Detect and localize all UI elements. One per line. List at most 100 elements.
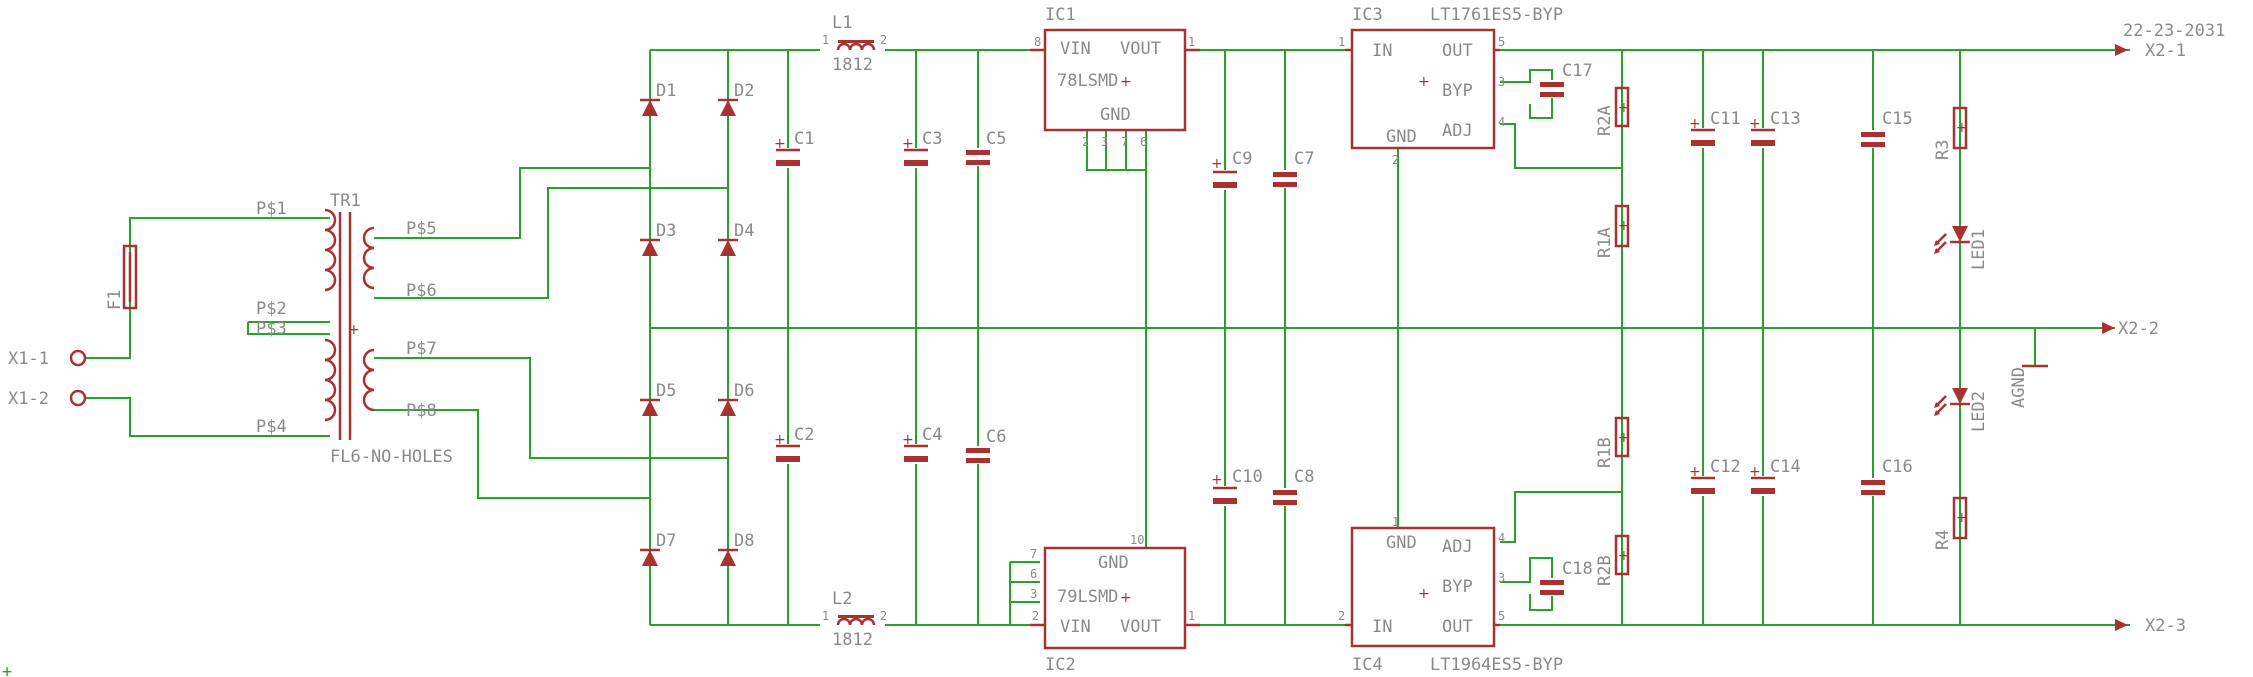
l1-pin-b: 2 <box>880 33 887 47</box>
x2-1-label: X2-1 <box>2145 41 2186 61</box>
c12-label: C12 <box>1710 457 1741 477</box>
d1-label: D1 <box>656 81 676 101</box>
capacitor-c9[interactable]: + C9 <box>1211 149 1252 190</box>
capacitor-c13[interactable]: + C13 <box>1749 109 1801 148</box>
r1a-origin-mark: + <box>1618 218 1630 234</box>
l2-pin-a: 1 <box>822 609 829 623</box>
led-led1[interactable]: LED1 <box>1934 226 1989 270</box>
resistor-r1a[interactable]: + R1A <box>1595 204 1630 258</box>
inductor-l1[interactable]: L1 1812 1 2 <box>822 13 887 75</box>
tr1-name-label: TR1 <box>330 191 361 211</box>
ic4-pin-adj: ADJ <box>1442 537 1473 557</box>
ic1-num-out: 1 <box>1188 35 1195 49</box>
c16-label: C16 <box>1882 457 1913 477</box>
led2-label: LED2 <box>1969 391 1989 432</box>
ic3-pin-gnd: GND <box>1386 127 1417 147</box>
capacitor-c3[interactable]: + C3 <box>902 129 942 168</box>
ic4-origin-mark: + <box>1418 586 1430 602</box>
svg-text:+: + <box>1211 472 1223 488</box>
capacitor-c10[interactable]: + C10 <box>1211 467 1263 506</box>
ic1-origin-mark: + <box>1120 74 1132 90</box>
capacitor-c18[interactable]: C18 <box>1538 559 1593 596</box>
ic4-pin-in: IN <box>1372 617 1392 637</box>
diode-d7[interactable]: D7 <box>640 531 676 566</box>
ic3-origin-mark: + <box>1418 74 1430 90</box>
x1-2-label: X1-2 <box>8 389 49 409</box>
regulator-ic1[interactable]: IC1 78LSMD VIN VOUT GND 8 1 2 3 7 6 + <box>1030 5 1200 149</box>
ic4-num-gnd: 1 <box>1392 515 1399 529</box>
c7-label: C7 <box>1294 149 1314 169</box>
r1a-label: R1A <box>1595 227 1615 258</box>
capacitor-c6[interactable]: C6 <box>964 427 1006 464</box>
diode-d1[interactable]: D1 <box>640 81 676 116</box>
origin-cross-icon: + <box>2 662 12 677</box>
d5-label: D5 <box>656 381 676 401</box>
doc-id-label: 22-23-2031 <box>2123 21 2225 41</box>
regulator-ic2[interactable]: IC2 79LSMD VIN VOUT GND 2 1 10 7 6 3 + <box>1030 533 1200 675</box>
ic3-pin-byp: BYP <box>1442 81 1473 101</box>
ic2-num-in: 2 <box>1032 609 1039 623</box>
ic4-pin-gnd: GND <box>1386 533 1417 553</box>
resistor-r4[interactable]: + R4 <box>1933 496 1968 550</box>
capacitor-c8[interactable]: C8 <box>1271 467 1314 506</box>
ic2-pin-vout: VOUT <box>1120 617 1161 637</box>
ic1-name-label: IC1 <box>1045 5 1076 25</box>
f1-label: F1 <box>105 290 125 310</box>
diode-d2[interactable]: D2 <box>718 81 754 116</box>
r2a-label: R2A <box>1595 105 1615 136</box>
ic2-origin-mark: + <box>1120 590 1132 606</box>
tr1-pin-3: P$3 <box>256 319 287 339</box>
connector-x1-2[interactable]: X1-2 <box>8 389 87 409</box>
ic2-side-num-1: 6 <box>1030 567 1037 581</box>
ic4-name-label: IC4 <box>1352 655 1383 675</box>
connector-x2-1[interactable]: X2-1 <box>2115 41 2186 61</box>
r2a-origin-mark: + <box>1618 100 1630 116</box>
capacitor-c11[interactable]: + C11 <box>1689 109 1741 148</box>
r2b-origin-mark: + <box>1618 548 1630 564</box>
capacitor-c1[interactable]: + C1 <box>774 129 814 168</box>
capacitor-c14[interactable]: + C14 <box>1749 457 1801 496</box>
ic1-gnd-num-1: 3 <box>1101 135 1108 149</box>
ic2-side-num-0: 7 <box>1030 547 1037 561</box>
resistor-r1b[interactable]: + R1B <box>1595 416 1630 468</box>
svg-text:+: + <box>1211 156 1223 172</box>
capacitor-c12[interactable]: + C12 <box>1689 457 1741 496</box>
capacitor-c16[interactable]: C16 <box>1859 457 1913 496</box>
c3-label: C3 <box>922 129 942 149</box>
capacitor-c5[interactable]: C5 <box>964 129 1006 166</box>
svg-text:+: + <box>902 432 914 448</box>
capacitor-c17[interactable]: C17 <box>1538 61 1593 98</box>
capacitor-c7[interactable]: C7 <box>1271 149 1314 188</box>
transformer-tr1[interactable]: + TR1 FL6-NO-HOLES P$1 P$2 P$3 P$4 P$5 P… <box>256 191 453 467</box>
ic3-name-label: IC3 <box>1352 5 1383 25</box>
ic1-pin-vout: VOUT <box>1120 39 1161 59</box>
ground-agnd[interactable]: AGND <box>2009 364 2048 408</box>
ic1-num-in: 8 <box>1034 35 1041 49</box>
capacitor-c4[interactable]: + C4 <box>902 425 942 464</box>
led-led2[interactable]: LED2 <box>1934 388 1989 432</box>
ldo-ic4[interactable]: IC4 LT1964ES5-BYP IN OUT BYP ADJ GND 2 5… <box>1338 515 1563 675</box>
diode-d3[interactable]: D3 <box>640 221 676 256</box>
diode-d5[interactable]: D5 <box>640 381 676 416</box>
wires <box>85 49 2130 626</box>
capacitor-c2[interactable]: + C2 <box>774 425 814 464</box>
diode-d8[interactable]: D8 <box>718 531 754 566</box>
resistor-r3[interactable]: + R3 <box>1933 106 1968 160</box>
diode-d6[interactable]: D6 <box>718 381 754 416</box>
d4-label: D4 <box>734 221 754 241</box>
ldo-ic3[interactable]: IC3 LT1761ES5-BYP IN OUT BYP ADJ GND 1 5… <box>1338 5 1563 167</box>
c2-label: C2 <box>794 425 814 445</box>
capacitor-c15[interactable]: C15 <box>1859 109 1913 148</box>
diode-d4[interactable]: D4 <box>718 221 754 256</box>
l2-value: 1812 <box>832 630 873 650</box>
fuse-f1[interactable]: F1 <box>105 244 138 310</box>
connector-x2-2[interactable]: X2-2 <box>2102 319 2159 339</box>
inductor-l2[interactable]: L2 1812 1 2 <box>822 589 887 650</box>
d3-label: D3 <box>656 221 676 241</box>
connector-x1-1[interactable]: X1-1 <box>8 349 87 369</box>
tr1-value-label: FL6-NO-HOLES <box>330 447 453 467</box>
svg-text:+: + <box>1689 464 1701 480</box>
connector-x2-3[interactable]: X2-3 <box>2115 616 2186 636</box>
resistor-r2a[interactable]: + R2A <box>1595 86 1630 136</box>
resistor-r2b[interactable]: + R2B <box>1595 534 1630 586</box>
